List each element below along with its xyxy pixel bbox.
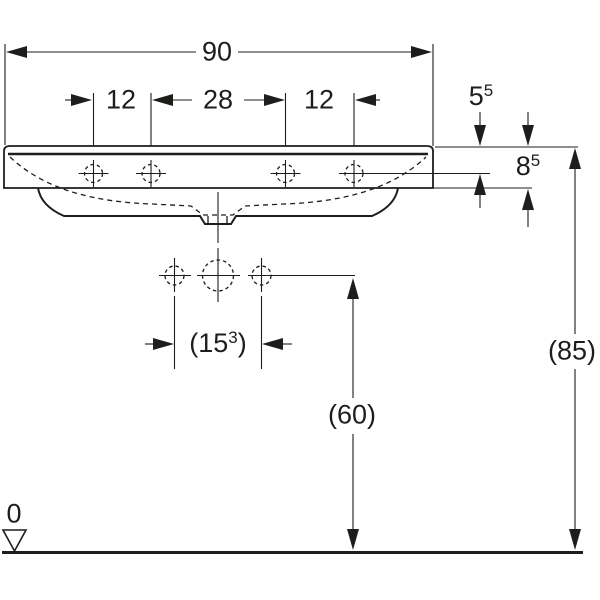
basin-bowl-hidden-outline [9, 156, 427, 216]
basin-rim-outline [3, 145, 434, 189]
dim-outlet-spacing-label: (153) [189, 328, 247, 358]
dim-total-height-label: (85) [547, 335, 597, 366]
arrowhead-down [569, 529, 581, 550]
dim-top-to-tap-axis-label: 55 [468, 81, 494, 111]
dim-tap-right-label: 12 [303, 84, 335, 115]
basin-front-view [3, 145, 490, 243]
arrowhead-down [474, 125, 486, 146]
dim-outlet-height [347, 278, 359, 550]
dim-tap-left-label: 12 [105, 84, 137, 115]
arrowhead-left [152, 94, 173, 106]
arrowhead-down [522, 125, 534, 146]
arrowhead-right [411, 46, 432, 58]
arrowhead-up [569, 148, 581, 169]
dim-total-height [569, 148, 581, 550]
tap-hole-icon [270, 160, 301, 187]
zero-datum-label: 0 [6, 498, 22, 529]
outlet-connections [159, 248, 355, 369]
arrowhead-up [522, 189, 534, 210]
arrowhead-right [264, 94, 285, 106]
arrowhead-up [347, 278, 359, 299]
dim-outlet-height-label: (60) [327, 399, 377, 430]
arrowhead-left [6, 46, 27, 58]
arrowhead-right [153, 338, 174, 350]
dim-tap-center-label: 28 [202, 84, 234, 115]
dim-total-width-label: 90 [201, 36, 233, 67]
tap-hole-icon [136, 160, 166, 187]
dim-rim-height-label: 85 [515, 151, 541, 181]
arrowhead-down [347, 529, 359, 550]
tap-hole-icon [78, 160, 109, 187]
arrowhead-left [262, 338, 283, 350]
dim-outlet-spacing [145, 338, 292, 350]
tap-hole-icon [339, 160, 369, 187]
zero-datum-icon [1, 529, 28, 553]
dim-rim-offsets [434, 112, 578, 227]
arrowhead-up [474, 174, 486, 195]
arrowhead-left [355, 94, 376, 106]
arrowhead-right [71, 94, 92, 106]
dim-total-width [4, 44, 434, 146]
